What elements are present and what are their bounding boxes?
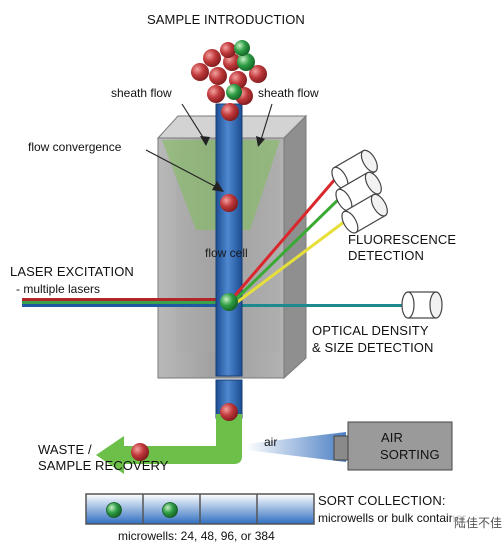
air-sorting-unit [333, 421, 453, 471]
fluorescence-label-2: DETECTION [348, 248, 425, 263]
laser-excitation-label: LASER EXCITATION [10, 264, 134, 279]
cell-sorted-red [220, 403, 238, 421]
sheath-flow-left-label: sheath flow [111, 86, 172, 100]
fluorescence-beams [230, 177, 353, 305]
cell-in-stream-red [220, 194, 238, 212]
optical-density-detector-icon [401, 291, 443, 319]
microwells-label: microwells: 24, 48, 96, or 384 [118, 529, 275, 543]
fluorescence-detector-icon [331, 149, 388, 234]
air-label: air [264, 435, 278, 449]
cell-waste-red [131, 443, 149, 461]
sample-cell-cluster [191, 40, 267, 121]
air-sorting-label-2: SORTING [380, 447, 440, 462]
cell-at-laser-green [220, 293, 238, 311]
air-jet [246, 432, 346, 462]
sort-collection-label-2: microwells or bulk container [318, 511, 467, 525]
sample-introduction-label: SAMPLE INTRODUCTION [147, 12, 305, 27]
waste-label-2: SAMPLE RECOVERY [38, 458, 169, 473]
multiple-lasers-label: - multiple lasers [16, 282, 101, 296]
sorted-cell-well-2 [162, 502, 178, 518]
sheath-flow-right-label: sheath flow [258, 86, 319, 100]
optical-density-label-1: OPTICAL DENSITY [312, 323, 429, 338]
flow-cell-stream [215, 103, 243, 377]
microwell-tray [85, 493, 315, 525]
sorted-cell-well-1 [106, 502, 122, 518]
laser-beams [22, 298, 408, 307]
flow-convergence-label: flow convergence [28, 140, 122, 154]
flow-cell-label: flow cell [205, 246, 248, 260]
air-sorting-label-1: AIR [381, 430, 403, 445]
waste-label-1: WASTE / [38, 442, 92, 457]
optical-density-label-2: & SIZE DETECTION [312, 340, 434, 355]
watermark-label: 陆佳不佳 [452, 514, 504, 531]
sort-collection-label-1: SORT COLLECTION: [318, 493, 446, 508]
fluorescence-label-1: FLUORESCENCE [348, 232, 457, 247]
pointer-lines [145, 103, 273, 192]
